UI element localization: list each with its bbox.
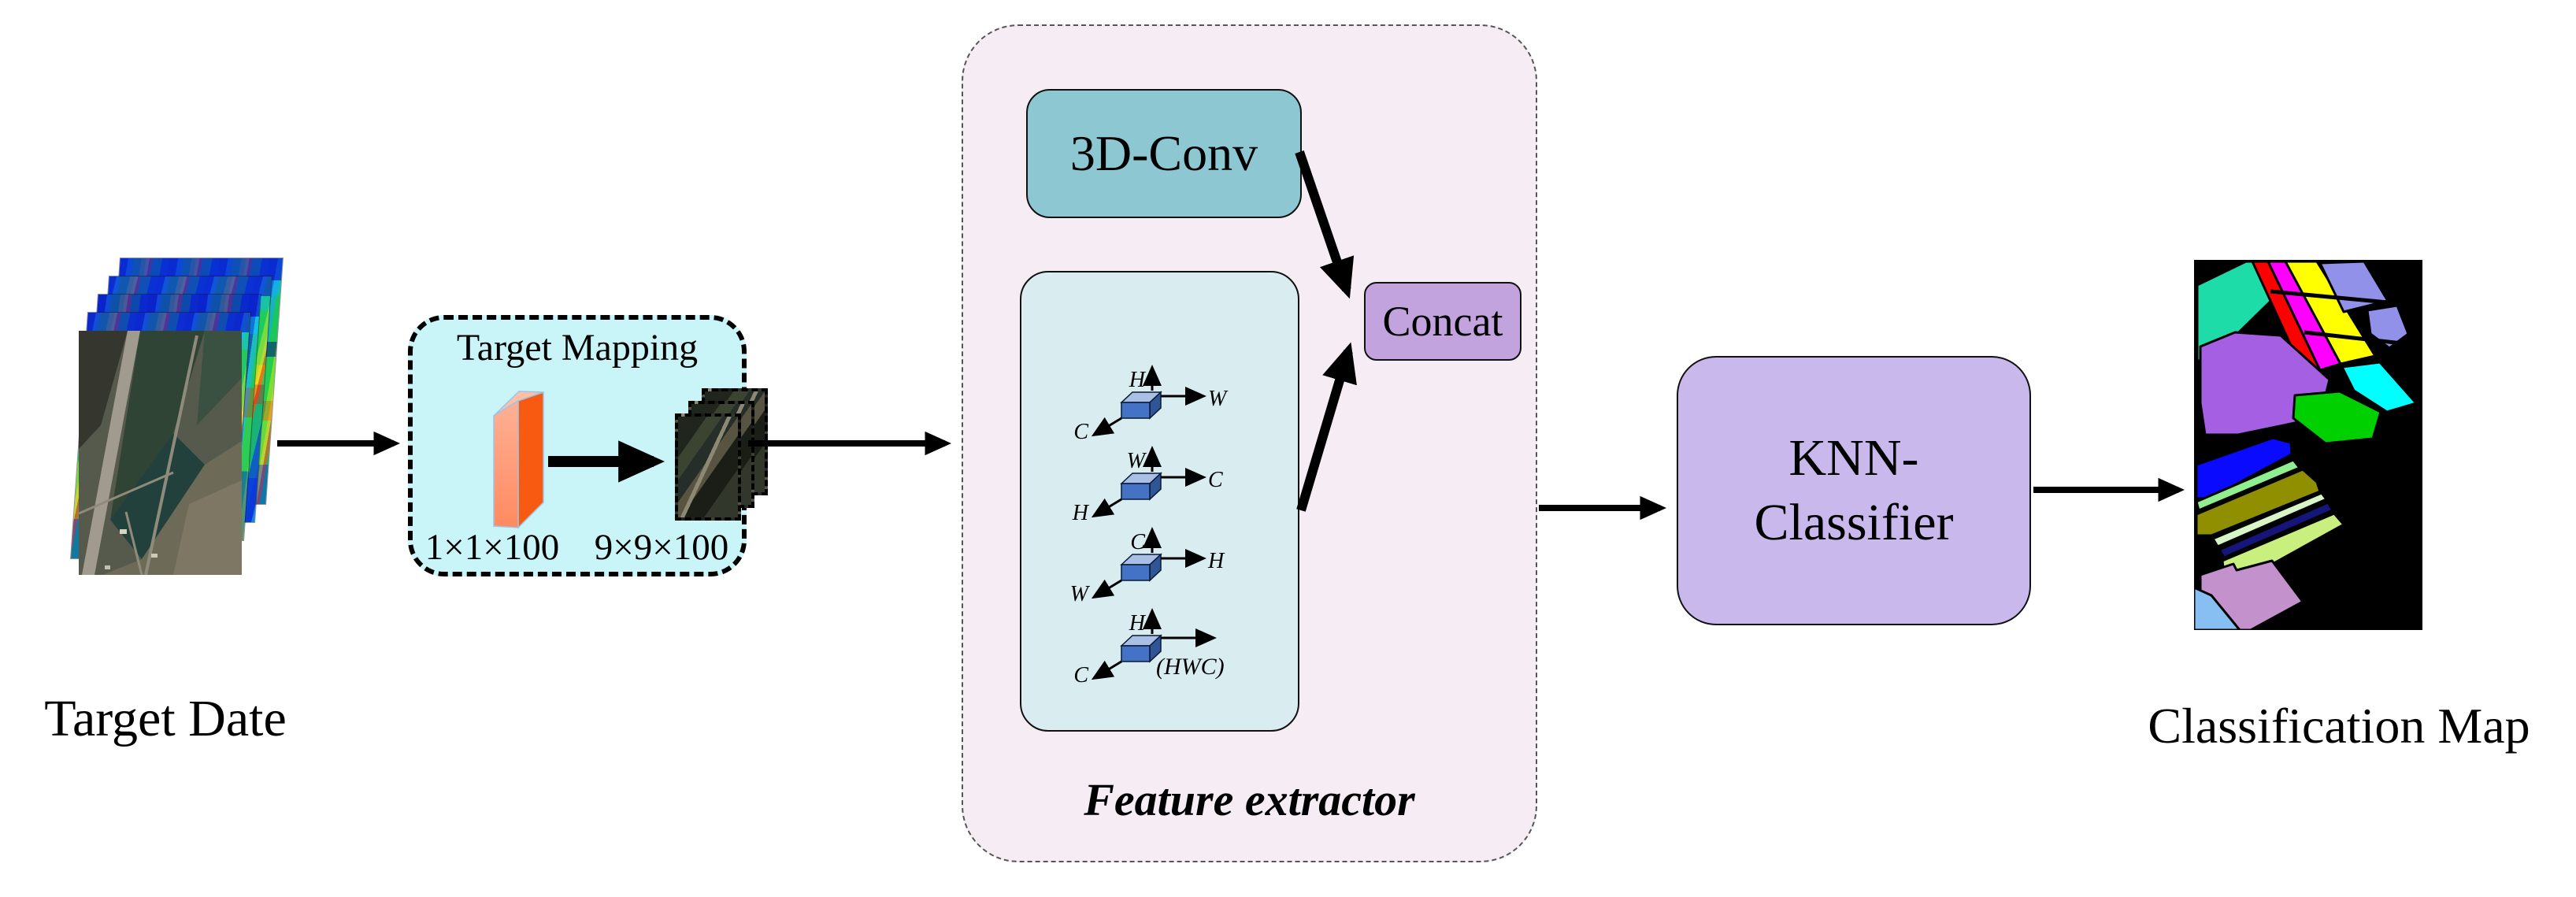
knn-label-line2: Classifier [1754, 494, 1954, 551]
output-label: Classification Map [2148, 698, 2530, 754]
axis-label-up: C [1130, 530, 1145, 554]
axis-label-right: C [1208, 468, 1223, 492]
concat-box: Concat [1364, 282, 1522, 361]
axis-label-right: W [1208, 387, 1229, 411]
axis-label-diag: H [1072, 501, 1090, 521]
feature-extractor-title: Feature extractor [1084, 774, 1415, 825]
permutation-unit-4: H (HWC) C [1073, 608, 1225, 683]
permutation-unit-3: C H W [1070, 527, 1225, 602]
axis-label-up: W [1127, 449, 1147, 473]
axis-label-up: H [1129, 368, 1147, 392]
axis-label-diag: W [1070, 582, 1091, 602]
classification-map [2194, 260, 2422, 630]
patch-thumbnail [675, 413, 741, 521]
permutation-box [1020, 271, 1299, 732]
input-label: Target Date [44, 690, 287, 747]
axis-label-right: H [1207, 549, 1225, 573]
target-mapping-title: Target Mapping [456, 327, 699, 369]
output-dimension-label: 9×9×100 [594, 527, 729, 568]
axis-label-diag: C [1073, 663, 1088, 683]
conv3d-label: 3D-Conv [1069, 125, 1258, 181]
knn-classifier-box: KNN- Classifier [1677, 356, 2031, 625]
spectral-vector-slab [493, 391, 544, 529]
axis-label-right: (HWC) [1156, 654, 1225, 680]
satellite-front-face [79, 331, 242, 575]
conv3d-box: 3D-Conv [1026, 89, 1302, 218]
hyperspectral-cube [66, 256, 284, 659]
axis-label-up: H [1129, 611, 1147, 636]
knn-label-line1: KNN- [1788, 428, 1919, 487]
axis-label-diag: C [1073, 420, 1088, 439]
permutation-unit-2: W C H [1072, 446, 1223, 521]
concat-label: Concat [1382, 298, 1503, 345]
input-dimension-label: 1×1×100 [424, 527, 560, 568]
permutation-unit-1: H W C [1073, 365, 1229, 439]
